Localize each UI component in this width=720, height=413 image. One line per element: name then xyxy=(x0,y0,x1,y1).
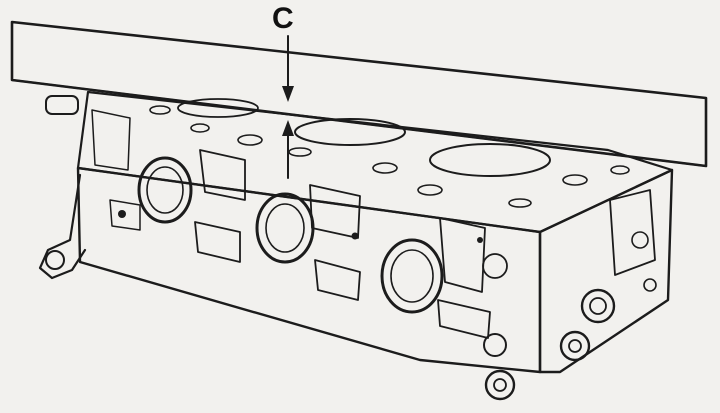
left-lifting-eye xyxy=(38,95,87,280)
combustion-chamber-3 xyxy=(177,98,259,118)
gap-measurement-arrows xyxy=(282,35,294,179)
arrow-down-icon xyxy=(282,86,294,102)
straight-edge-bottom xyxy=(11,79,707,167)
straight-edge xyxy=(10,20,708,168)
head-end-face xyxy=(538,168,674,374)
intake-ports xyxy=(137,156,444,314)
combustion-chamber-1 xyxy=(294,118,406,146)
gap-label: C xyxy=(272,2,294,35)
head-front-face xyxy=(76,166,542,374)
arrow-up-icon xyxy=(282,120,294,136)
cylinder-head xyxy=(38,90,674,401)
combustion-chamber-2 xyxy=(429,143,551,177)
right-mount-bracket xyxy=(483,189,657,401)
front-face-ribs xyxy=(91,109,508,339)
